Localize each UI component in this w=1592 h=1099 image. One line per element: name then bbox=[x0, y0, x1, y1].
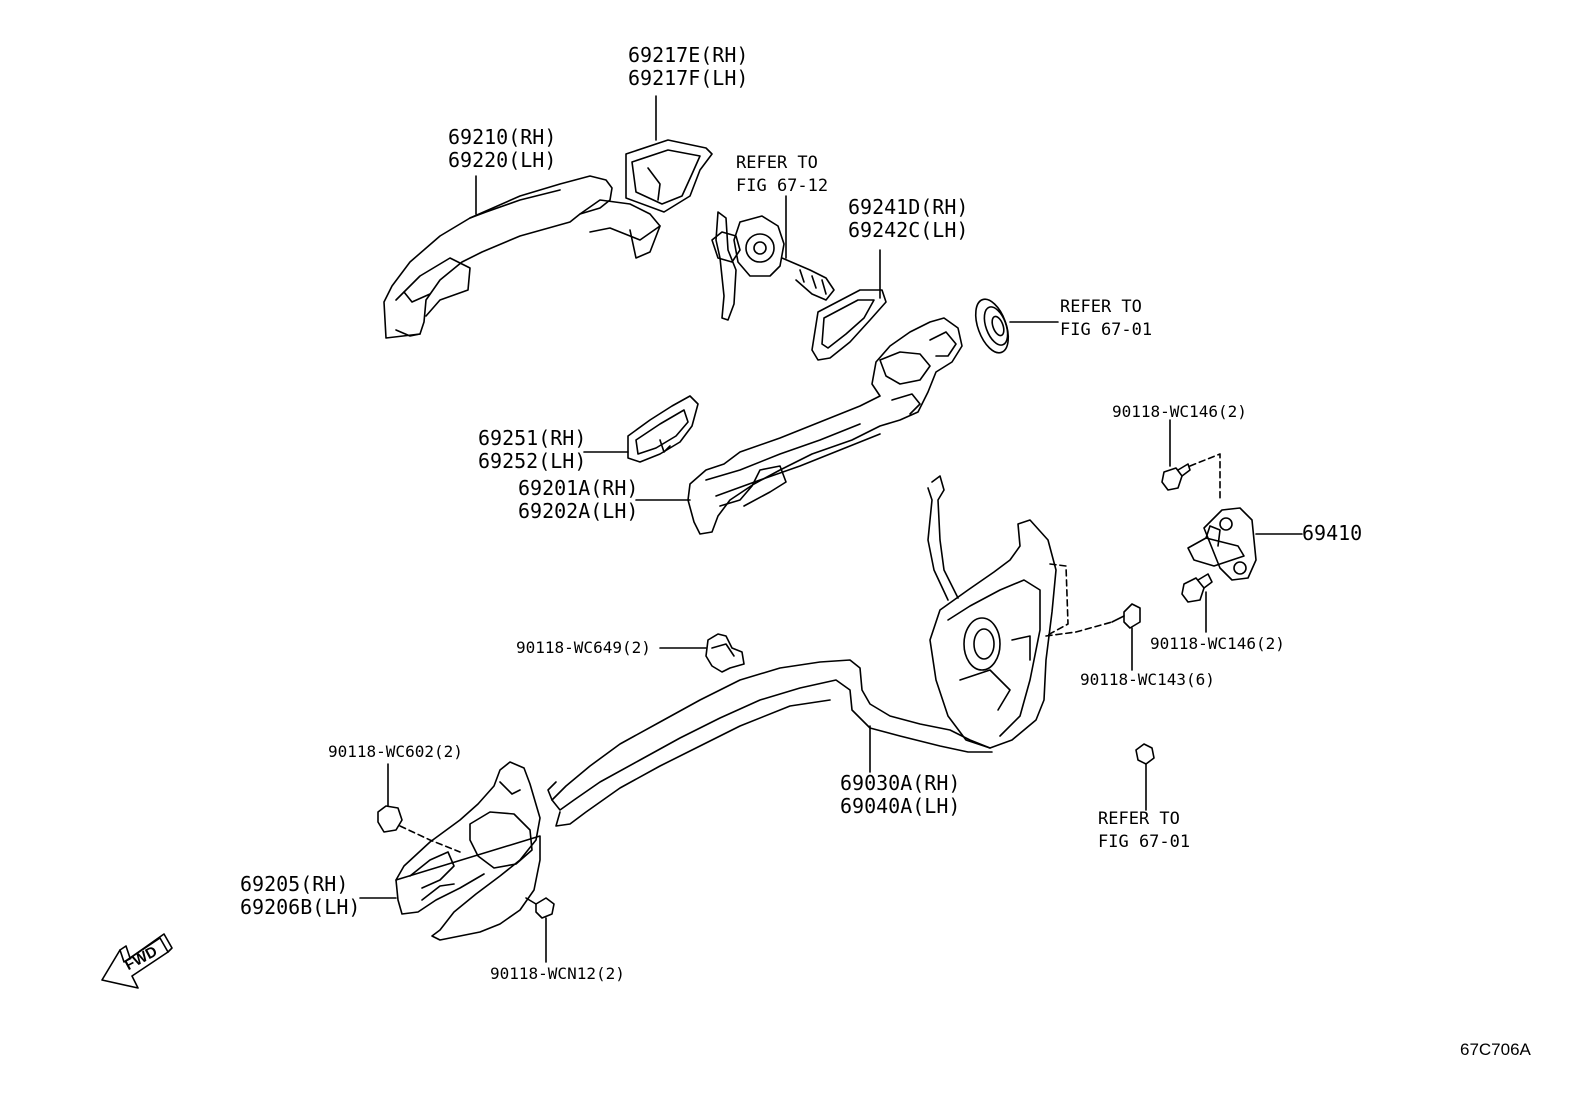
fwd-arrow-icon bbox=[101, 933, 173, 989]
label-90118-wcn12: 90118-WCN12(2) bbox=[490, 964, 625, 983]
label-69217: 69217E(RH)69217F(LH) bbox=[628, 43, 749, 90]
outside-handle-drawing bbox=[383, 175, 661, 339]
label-90118-wc602: 90118-WC602(2) bbox=[328, 742, 463, 761]
door-striker-drawing bbox=[1187, 507, 1303, 581]
screw-bottom-drawing bbox=[1181, 573, 1213, 633]
screw-wc143-drawing bbox=[1111, 603, 1141, 671]
label-90118-wc146-bottom: 90118-WC146(2) bbox=[1150, 634, 1285, 653]
label-69241: 69241D(RH)69242C(LH) bbox=[848, 195, 969, 242]
inside-handle-drawing bbox=[359, 761, 541, 941]
screw-wcn12-drawing bbox=[525, 897, 555, 963]
label-69205: 69205(RH)69206B(LH) bbox=[240, 872, 361, 919]
label-90118-wc143: 90118-WC143(6) bbox=[1080, 670, 1215, 689]
lock-cap-drawing bbox=[1135, 743, 1155, 811]
door-lock-assembly-drawing bbox=[547, 475, 1113, 827]
label-69251: 69251(RH)69252(LH) bbox=[478, 426, 587, 473]
label-90118-wc146-top: 90118-WC146(2) bbox=[1112, 402, 1247, 421]
diagram-code: 67C706A bbox=[1460, 1040, 1531, 1059]
handle-frame-drawing bbox=[687, 317, 963, 535]
leader-lines bbox=[475, 95, 871, 773]
lock-cylinder-drawing bbox=[711, 195, 835, 321]
frame-pad-drawing bbox=[627, 395, 699, 463]
label-69410: 69410 bbox=[1302, 521, 1363, 545]
handle-clip-drawing bbox=[377, 763, 461, 853]
gasket-drawing bbox=[811, 249, 887, 361]
handle-cap-drawing bbox=[625, 139, 713, 213]
label-90118-wc649: 90118-WC649(2) bbox=[516, 638, 651, 657]
cable-clip-drawing bbox=[659, 633, 745, 673]
label-69030: 69030A(RH)69040A(LH) bbox=[840, 771, 961, 818]
label-69201: 69201A(RH)69202A(LH) bbox=[518, 476, 639, 523]
grommet-drawing bbox=[974, 298, 1059, 354]
screw-top-drawing bbox=[1161, 419, 1221, 501]
label-69210: 69210(RH)69220(LH) bbox=[448, 125, 557, 172]
